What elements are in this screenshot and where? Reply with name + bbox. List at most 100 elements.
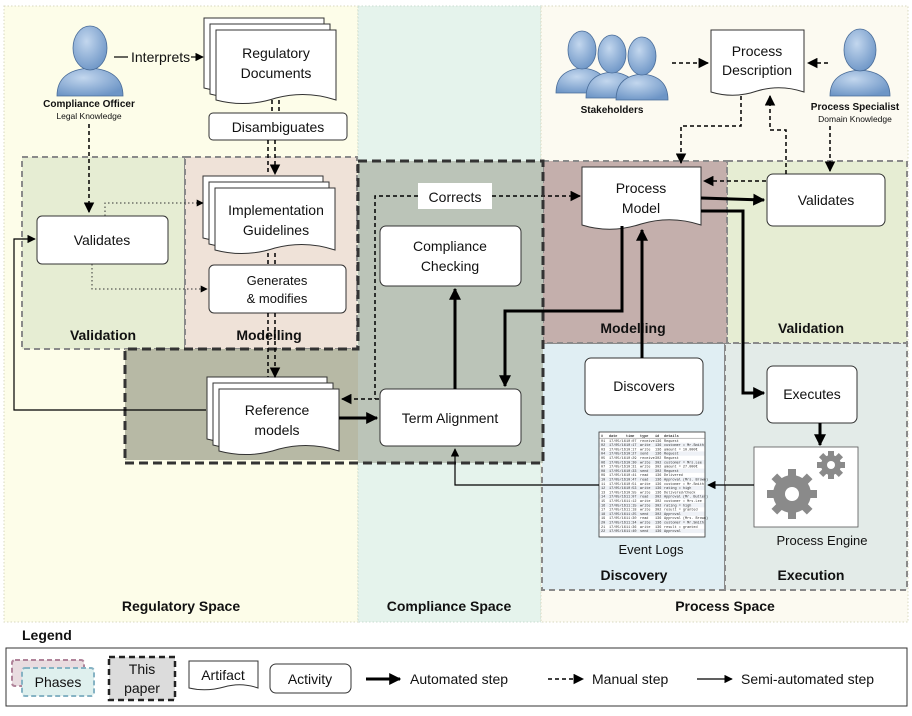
log-row-shade bbox=[599, 520, 705, 525]
validates-left-label: Validates bbox=[74, 232, 131, 248]
log-cell: 10 bbox=[601, 479, 605, 483]
log-row-shade bbox=[599, 468, 705, 473]
log-cell: Request bbox=[664, 453, 679, 457]
log-cell: 14 bbox=[601, 496, 605, 500]
log-cell: 13 bbox=[601, 491, 605, 495]
process-model-line2: Model bbox=[622, 200, 660, 216]
legend-manual: Manual step bbox=[548, 671, 668, 687]
log-cell: rating = high bbox=[664, 486, 691, 491]
edge-description-model bbox=[675, 96, 742, 165]
log-cell: result = granted bbox=[664, 525, 698, 530]
log-cell: amount = 27.000€ bbox=[664, 466, 698, 470]
compliance-checking-activity: Compliance Checking bbox=[379, 225, 522, 287]
log-cell: 06 bbox=[601, 461, 605, 465]
edge-logs-term bbox=[450, 448, 599, 486]
regulatory-documents: Regulatory Documents bbox=[203, 17, 337, 104]
log-row-shade bbox=[599, 477, 705, 482]
compliance-checking-line1: Compliance bbox=[413, 238, 487, 254]
log-cell: 17/05/16 bbox=[609, 516, 626, 521]
log-cell: 08 bbox=[601, 470, 605, 474]
log-cell: 17/05/16 bbox=[609, 478, 626, 483]
log-cell: 12 bbox=[601, 487, 605, 491]
log-cell: 03 bbox=[601, 448, 605, 452]
log-cell: 17/05/16 bbox=[609, 482, 626, 487]
log-row-shade bbox=[599, 511, 705, 516]
log-cell: 10:30 bbox=[626, 461, 637, 465]
log-cell: read bbox=[640, 473, 648, 478]
legend-automated: Automated step bbox=[366, 671, 508, 687]
log-cell: 17/05/16 bbox=[609, 529, 626, 534]
log-cell: 17/05/16 bbox=[609, 460, 626, 465]
log-row-shade bbox=[599, 442, 705, 448]
log-cell: 19 bbox=[601, 517, 605, 521]
log-cell: 10:31 bbox=[626, 466, 637, 470]
log-cell: 17/05/16 bbox=[609, 473, 626, 478]
validates-left-activity: Validates bbox=[36, 215, 169, 265]
log-cell: customer = Mr.Smith bbox=[664, 482, 704, 487]
phase-title-modelling-left: Modelling bbox=[236, 327, 301, 343]
phase-title-validation-left: Validation bbox=[70, 327, 136, 343]
log-cell: write bbox=[640, 447, 651, 452]
edge-guidelines-generates bbox=[267, 253, 276, 264]
compliance-officer-sub: Legal Knowledge bbox=[56, 111, 121, 121]
log-cell: amount = 10.000€ bbox=[664, 448, 698, 452]
compliance-checking-line2: Checking bbox=[421, 258, 479, 274]
reference-models: Reference models bbox=[206, 376, 340, 455]
edge-model-validates bbox=[700, 193, 766, 206]
legend-manual-label: Manual step bbox=[592, 671, 668, 687]
log-cell: 136 bbox=[655, 530, 661, 534]
log-cell: Approval (Mrs. Brown) bbox=[664, 478, 708, 483]
process-description-line1: Process bbox=[732, 43, 783, 59]
process-specialist-name: Process Specialist bbox=[811, 102, 900, 113]
log-cell: write bbox=[640, 508, 651, 513]
log-header-cell: type bbox=[640, 435, 648, 439]
implementation-guidelines-line1: Implementation bbox=[228, 202, 324, 218]
generates-modifies-activity: Generates & modifies bbox=[208, 264, 347, 314]
log-cell: customer = Mrs.Lee bbox=[664, 460, 702, 465]
process-model: Process Model bbox=[581, 166, 702, 230]
log-cell: 10:17 bbox=[626, 444, 637, 448]
legend-title: Legend bbox=[22, 627, 72, 643]
log-cell: 17/05/16 bbox=[609, 490, 626, 495]
implementation-guidelines: Implementation Guidelines bbox=[202, 175, 336, 254]
log-cell: Approval (Mrs. Brown) bbox=[664, 516, 708, 521]
edge-refmodels-validates bbox=[13, 234, 206, 411]
log-cell: write bbox=[640, 482, 651, 487]
log-cell: customer = Mr.Smith bbox=[664, 443, 704, 448]
log-cell: 17 bbox=[601, 509, 605, 513]
edge-disambiguates-guidelines bbox=[268, 140, 275, 174]
log-cell: result = granted bbox=[664, 508, 698, 513]
large-gear-icon bbox=[767, 469, 817, 519]
log-cell: 16 bbox=[601, 504, 605, 508]
small-gear-icon bbox=[817, 451, 845, 479]
log-cell: 302 bbox=[655, 461, 661, 465]
stakeholders-name: Stakeholders bbox=[581, 105, 644, 116]
log-cell: 10:55 bbox=[626, 491, 637, 495]
log-cell: 136 bbox=[655, 491, 661, 495]
log-cell: send bbox=[640, 469, 648, 474]
validates-right-activity: Validates bbox=[766, 173, 886, 227]
process-specialist-icon bbox=[829, 28, 891, 97]
log-cell: send bbox=[640, 452, 648, 457]
log-cell: 17/05/16 bbox=[609, 452, 626, 457]
log-cell: 11:12 bbox=[626, 500, 637, 504]
compliance-officer-name: Compliance Officer bbox=[43, 99, 135, 110]
log-cell: Approval bbox=[664, 529, 681, 534]
process-model-line1: Process bbox=[616, 180, 667, 196]
legend-artifact: Artifact bbox=[188, 660, 259, 691]
legend-automated-label: Automated step bbox=[410, 671, 508, 687]
log-header-cell: details bbox=[664, 434, 679, 439]
disambiguates-label: Disambiguates bbox=[232, 119, 325, 135]
this-paper-outline bbox=[123, 159, 545, 465]
log-cell: 136 bbox=[655, 474, 661, 478]
process-engine-label: Process Engine bbox=[776, 533, 867, 548]
log-cell: 302 bbox=[655, 457, 661, 461]
process-space-title: Process Space bbox=[675, 598, 775, 614]
log-cell: 136 bbox=[655, 483, 661, 487]
log-cell: customer = Mr.Smith bbox=[664, 521, 704, 526]
compliance-space-title: Compliance Space bbox=[387, 598, 512, 614]
legend-phases: Phases bbox=[11, 659, 95, 697]
log-cell: 21 bbox=[601, 526, 605, 530]
log-cell: send bbox=[640, 512, 648, 517]
